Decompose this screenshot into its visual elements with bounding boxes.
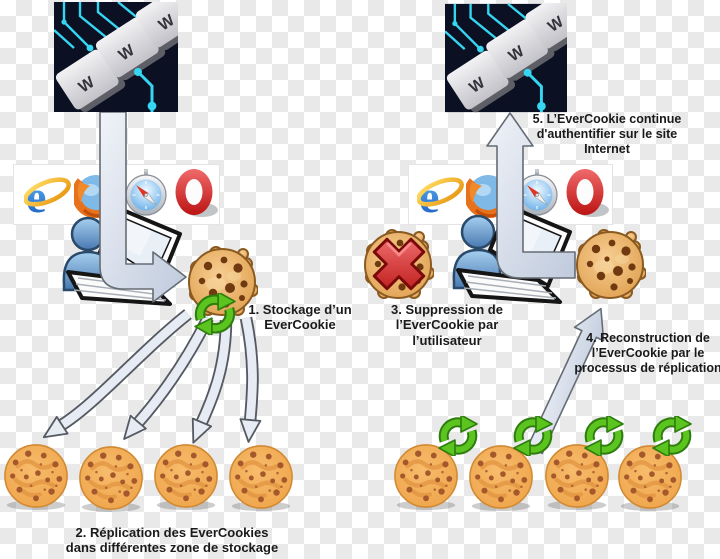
red-x-icon	[368, 233, 430, 295]
replicated-cookie-3	[152, 440, 220, 512]
step4-label: 4. Reconstruction de l’EverCookie par le…	[574, 331, 720, 375]
step1-label: 1. Stockage d’un EverCookie	[248, 302, 352, 333]
refresh-icon-1	[436, 416, 480, 456]
step3-label: 3. Suppression de l’EverCookie par l’uti…	[391, 302, 503, 348]
refresh-icon-4	[650, 416, 694, 456]
replication-arrows	[42, 309, 262, 444]
storage-arrow	[99, 112, 187, 303]
authenticate-arrow	[486, 112, 576, 279]
replicated-cookie-2	[77, 442, 145, 514]
keyboard-photo-left	[54, 2, 178, 112]
keyboard-photo-right	[445, 3, 567, 113]
reconstructed-cookie	[576, 229, 646, 299]
replicated-cookie-4	[227, 441, 295, 513]
step2-label: 2. Réplication des EverCookies dans diff…	[65, 525, 279, 556]
replicated-cookie-1	[2, 440, 70, 512]
refresh-icon-2	[511, 416, 555, 456]
step5-label: 5. L’EverCookie continue d'authentifier …	[532, 112, 682, 156]
refresh-icon-main	[192, 293, 238, 335]
refresh-icon-3	[582, 416, 626, 456]
